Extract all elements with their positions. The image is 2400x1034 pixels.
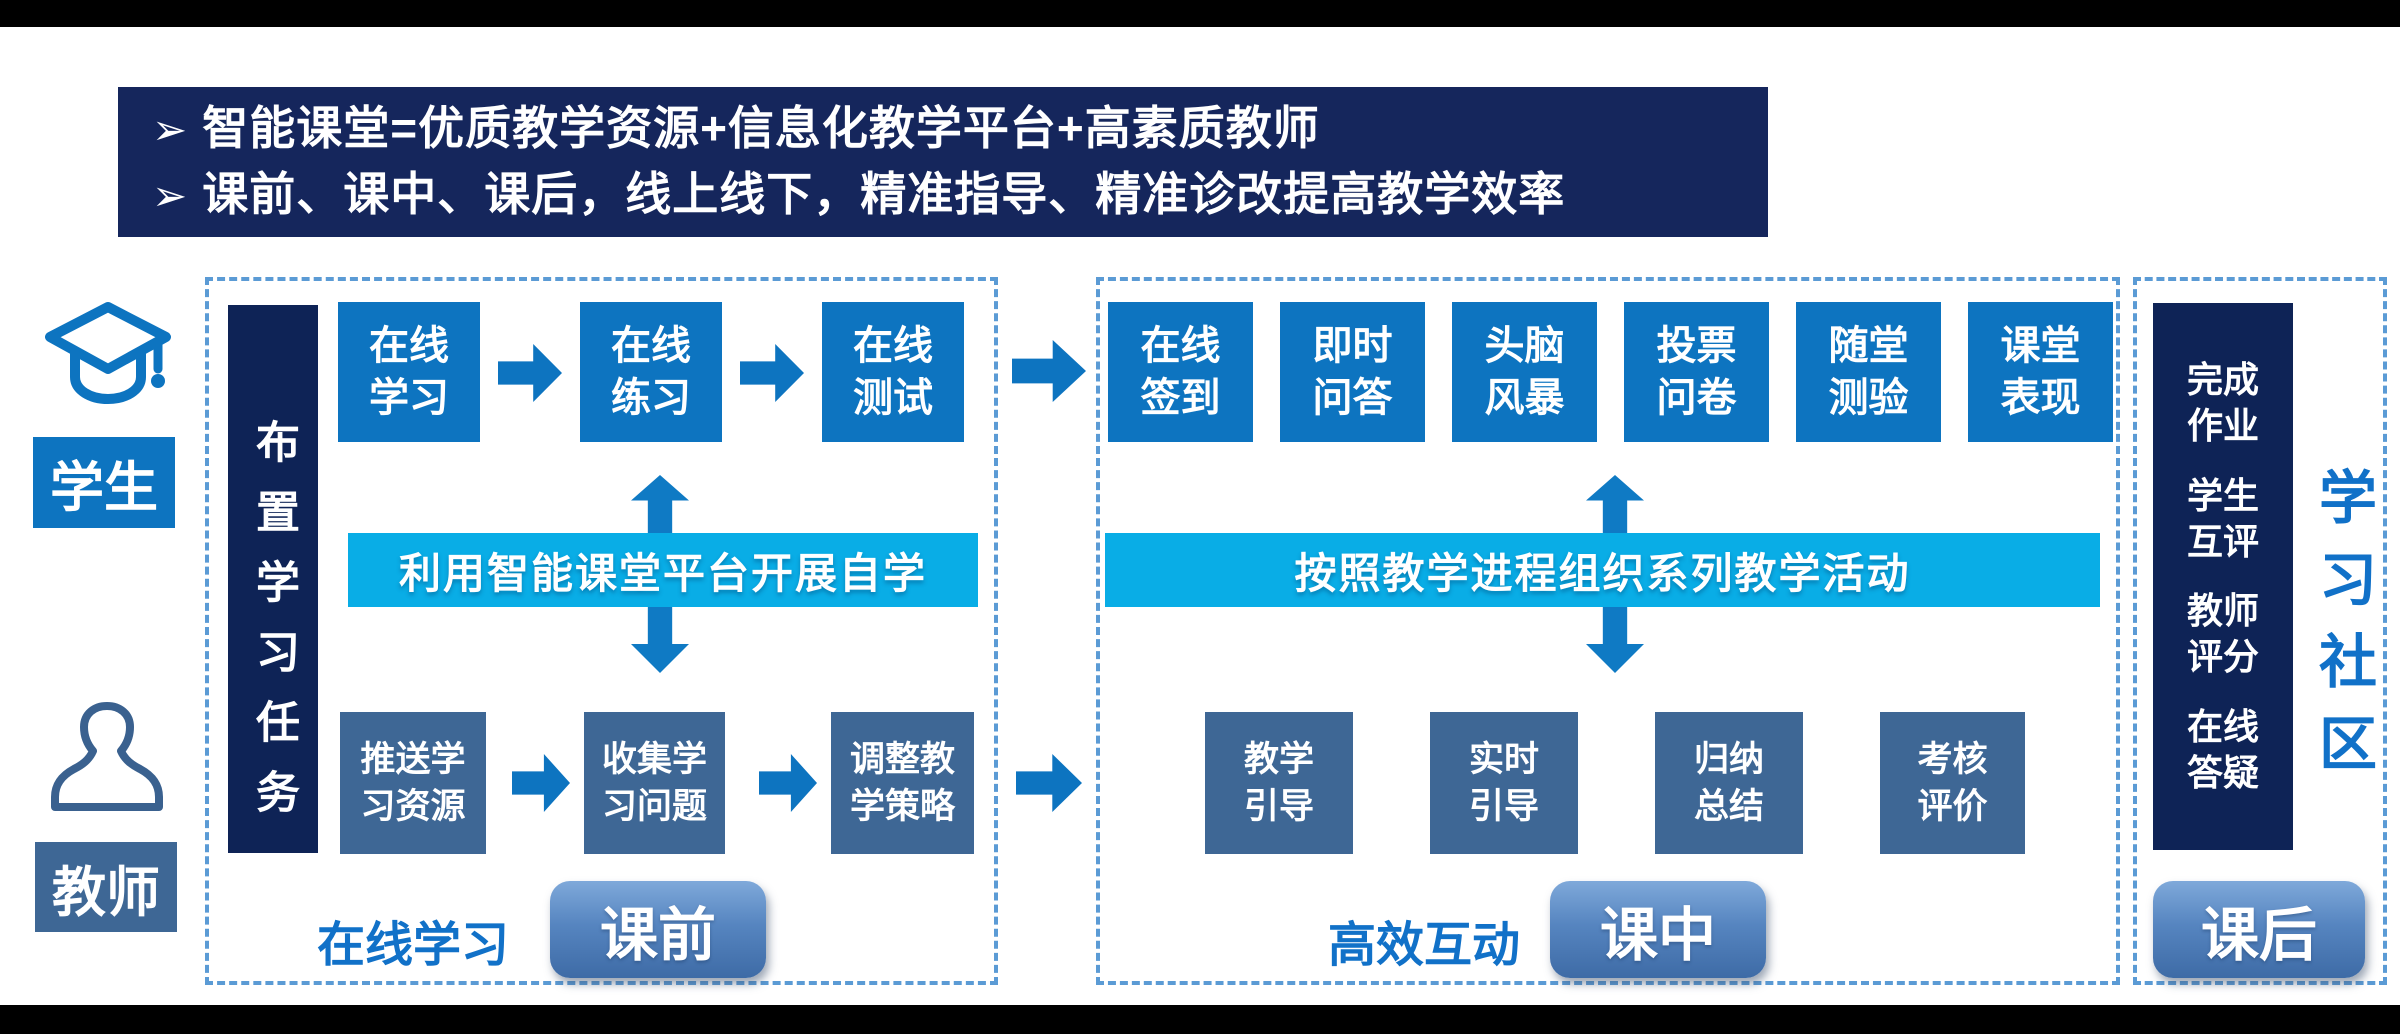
assign-task-text: 布置学习任务 bbox=[249, 419, 298, 839]
after-class-badge: 课后 bbox=[2153, 881, 2365, 978]
in-class-section-frame bbox=[1096, 277, 2120, 985]
arrow-bullet-icon: ➢ bbox=[152, 172, 189, 219]
activity-teacher-scoring: 教师 评分 bbox=[2186, 590, 2259, 678]
student-tag: 学生 bbox=[33, 437, 175, 528]
flow-box-online-practice: 在线 练习 bbox=[580, 302, 722, 442]
person-icon bbox=[51, 702, 163, 811]
banner-line-1: ➢ 智能课堂=优质教学资源+信息化教学平台+高素质教师 bbox=[152, 96, 1768, 162]
activity-peer-review: 学生 互评 bbox=[2186, 474, 2259, 562]
header-banner: ➢ 智能课堂=优质教学资源+信息化教学平台+高素质教师 ➢ 课前、课中、课后，线上线… bbox=[118, 87, 1768, 237]
graduation-cap-icon bbox=[45, 302, 171, 405]
learning-community-label: 学习社区 bbox=[2310, 467, 2375, 795]
pre-class-label: 在线学习 bbox=[317, 919, 510, 972]
after-class-section-frame bbox=[2133, 277, 2387, 985]
flow-box-class-performance: 课堂 表现 bbox=[1968, 302, 2113, 442]
flow-box-voting: 投票 问卷 bbox=[1624, 302, 1769, 442]
section-connector-arrow-icon bbox=[1012, 340, 1086, 402]
flow-box-online-test: 在线 测试 bbox=[822, 302, 964, 442]
flow-box-adjust-strategy: 调整教 学策略 bbox=[831, 712, 974, 854]
banner-text-1: 智能课堂=优质教学资源+信息化教学平台+高素质教师 bbox=[202, 102, 1320, 154]
after-class-activities-bar: 完成 作业 学生 互评 教师 评分 在线 答疑 bbox=[2153, 303, 2293, 850]
activity-finish-homework: 完成 作业 bbox=[2186, 358, 2259, 446]
flow-box-instant-qa: 即时 问答 bbox=[1280, 302, 1425, 442]
slide-canvas: ➢ 智能课堂=优质教学资源+信息化教学平台+高素质教师 ➢ 课前、课中、课后，线上线… bbox=[0, 27, 2400, 1005]
banner-line-2: ➢ 课前、课中、课后，线上线下，精准指导、精准诊改提高教学效率 bbox=[152, 162, 1768, 228]
flow-box-quiz: 随堂 测验 bbox=[1796, 302, 1941, 442]
in-class-label: 高效互动 bbox=[1328, 919, 1521, 972]
pre-class-section-frame bbox=[205, 277, 998, 985]
self-study-bar: 利用智能课堂平台开展自学 bbox=[348, 533, 978, 607]
section-connector-arrow-icon bbox=[1016, 754, 1082, 812]
assign-task-bar: 布置学习任务 bbox=[228, 305, 318, 853]
flow-box-brainstorm: 头脑 风暴 bbox=[1452, 302, 1597, 442]
teaching-activities-bar: 按照教学进程组织系列教学活动 bbox=[1105, 533, 2100, 607]
flow-box-collect-questions: 收集学 习问题 bbox=[584, 712, 725, 854]
flow-box-realtime-guidance: 实时 引导 bbox=[1430, 712, 1578, 854]
flow-box-sign-in: 在线 签到 bbox=[1108, 302, 1253, 442]
banner-text-2: 课前、课中、课后，线上线下，精准指导、精准诊改提高教学效率 bbox=[202, 168, 1566, 220]
in-class-badge: 课中 bbox=[1550, 881, 1766, 978]
teacher-tag: 教师 bbox=[35, 842, 177, 932]
arrow-bullet-icon: ➢ bbox=[152, 106, 189, 153]
flow-box-assessment: 考核 评价 bbox=[1880, 712, 2025, 854]
pre-class-badge: 课前 bbox=[550, 881, 766, 978]
activity-online-qa: 在线 答疑 bbox=[2186, 706, 2259, 794]
flow-box-online-study: 在线 学习 bbox=[338, 302, 480, 442]
flow-box-push-resources: 推送学 习资源 bbox=[340, 712, 486, 854]
flow-box-teaching-guidance: 教学 引导 bbox=[1205, 712, 1353, 854]
flow-box-summarize: 归纳 总结 bbox=[1655, 712, 1803, 854]
